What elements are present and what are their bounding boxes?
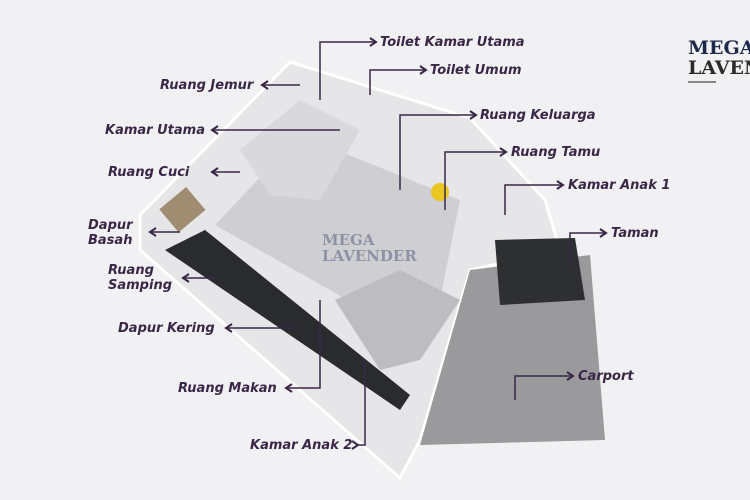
carport-area xyxy=(420,255,605,445)
logo-line1: MEGA xyxy=(688,37,750,59)
brand-logo: MEGA LAVEN xyxy=(688,38,750,83)
label-kamar-utama: Kamar Utama xyxy=(105,123,205,138)
label-ruang-tamu: Ruang Tamu xyxy=(511,145,601,160)
label-ruang-cuci: Ruang Cuci xyxy=(108,165,190,180)
garden-area xyxy=(495,238,585,305)
sofa xyxy=(431,183,449,201)
label-ruang-keluarga: Ruang Keluarga xyxy=(480,108,596,123)
label-toilet-kamar-utama: Toilet Kamar Utama xyxy=(380,35,525,50)
label-carport: Carport xyxy=(578,369,634,384)
label-ruang-jemur: Ruang Jemur xyxy=(160,78,254,93)
side-yard xyxy=(165,230,410,410)
logo-line2: LAVEN xyxy=(688,57,750,79)
label-toilet-umum: Toilet Umum xyxy=(430,63,522,78)
leader-lines xyxy=(150,41,606,446)
wet-kitchen xyxy=(159,186,206,233)
label-taman: Taman xyxy=(611,226,659,241)
label-kamar-anak-2: Kamar Anak 2 xyxy=(250,438,353,453)
master-bedroom xyxy=(240,100,360,200)
label-ruang-makan: Ruang Makan xyxy=(178,381,277,396)
label-dapur-kering: Dapur Kering xyxy=(118,321,215,336)
bedroom-2 xyxy=(335,270,460,370)
label-kamar-anak-1: Kamar Anak 1 xyxy=(568,178,671,193)
arrowheads xyxy=(148,37,608,450)
